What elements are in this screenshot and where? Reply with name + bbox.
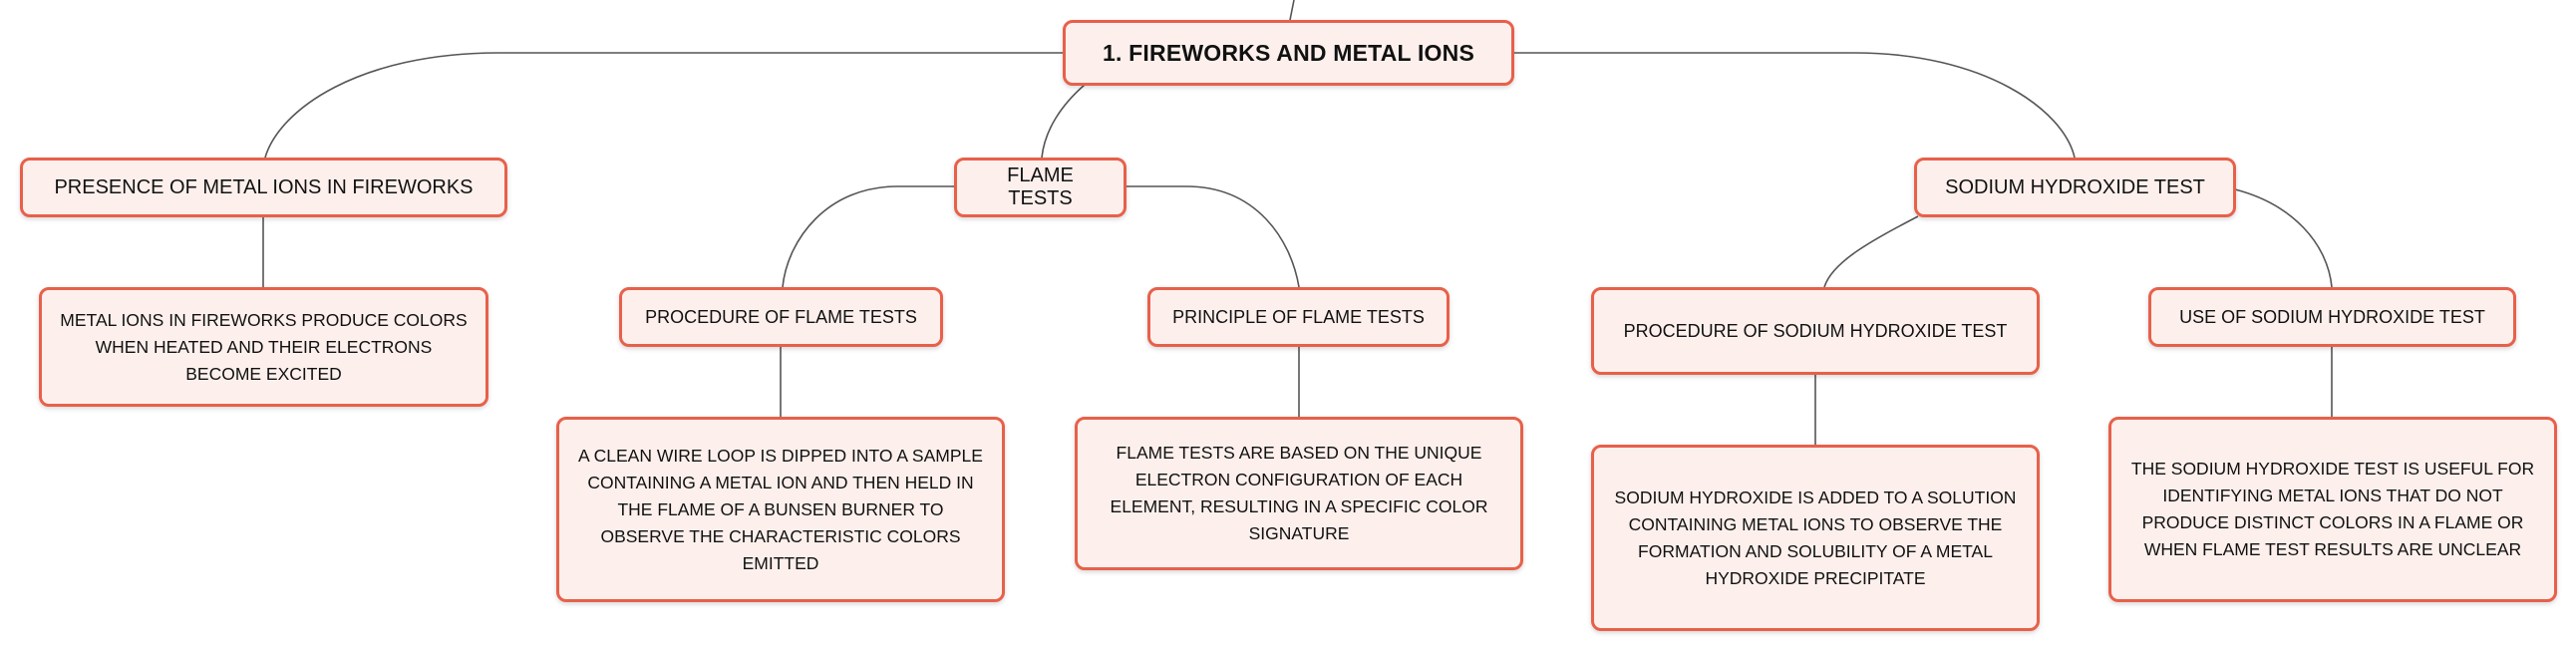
connector-flame-principle xyxy=(1127,185,1300,288)
flame-procedure-detail-node[interactable]: A CLEAN WIRE LOOP IS DIPPED INTO A SAMPL… xyxy=(556,417,1005,602)
connector-root-flame xyxy=(1041,84,1086,159)
flame-principle-topic-label: PRINCIPLE OF FLAME TESTS xyxy=(1172,306,1425,327)
presence-detail-node[interactable]: METAL IONS IN FIREWORKS PRODUCE COLORS W… xyxy=(39,287,488,407)
root-topic-label: 1. FIREWORKS AND METAL IONS xyxy=(1103,39,1474,66)
presence-detail-text: METAL IONS IN FIREWORKS PRODUCE COLORS W… xyxy=(60,309,468,384)
naoh-use-detail-text: THE SODIUM HYDROXIDE TEST IS USEFUL FOR … xyxy=(2130,459,2535,559)
sodium-hydroxide-topic-node[interactable]: SODIUM HYDROXIDE TEST xyxy=(1914,158,2236,217)
connector-naoh-procedure xyxy=(1823,215,1919,288)
connector-flame-procedure xyxy=(782,185,955,288)
presence-topic-label: PRESENCE OF METAL IONS IN FIREWORKS xyxy=(54,175,474,198)
flame-procedure-detail-text: A CLEAN WIRE LOOP IS DIPPED INTO A SAMPL… xyxy=(578,445,983,573)
flame-principle-detail-node[interactable]: FLAME TESTS ARE BASED ON THE UNIQUE ELEC… xyxy=(1075,417,1523,570)
flame-principle-topic-node[interactable]: PRINCIPLE OF FLAME TESTS xyxy=(1147,287,1449,347)
naoh-use-detail-node[interactable]: THE SODIUM HYDROXIDE TEST IS USEFUL FOR … xyxy=(2108,417,2557,602)
naoh-procedure-detail-text: SODIUM HYDROXIDE IS ADDED TO A SOLUTION … xyxy=(1614,487,2017,588)
connector-naoh-use xyxy=(2234,188,2333,288)
naoh-use-topic-node[interactable]: USE OF SODIUM HYDROXIDE TEST xyxy=(2148,287,2516,347)
naoh-procedure-topic-label: PROCEDURE OF SODIUM HYDROXIDE TEST xyxy=(1623,320,2008,341)
naoh-procedure-topic-node[interactable]: PROCEDURE OF SODIUM HYDROXIDE TEST xyxy=(1591,287,2040,375)
connector-root-parent xyxy=(1289,0,1295,21)
flame-procedure-topic-node[interactable]: PROCEDURE OF FLAME TESTS xyxy=(619,287,943,347)
connector-root-naoh xyxy=(1512,52,2076,159)
sodium-hydroxide-topic-label: SODIUM HYDROXIDE TEST xyxy=(1945,175,2205,198)
flame-procedure-topic-label: PROCEDURE OF FLAME TESTS xyxy=(645,306,917,327)
presence-topic-node[interactable]: PRESENCE OF METAL IONS IN FIREWORKS xyxy=(20,158,507,217)
flame-tests-topic-label: FLAME TESTS xyxy=(1007,164,1074,209)
flame-principle-detail-text: FLAME TESTS ARE BASED ON THE UNIQUE ELEC… xyxy=(1110,443,1488,543)
connector-root-presence xyxy=(264,52,1065,159)
flame-tests-topic-node[interactable]: FLAME TESTS xyxy=(954,158,1127,217)
root-topic-node[interactable]: 1. FIREWORKS AND METAL IONS xyxy=(1063,20,1514,86)
naoh-use-topic-label: USE OF SODIUM HYDROXIDE TEST xyxy=(2179,306,2485,327)
naoh-procedure-detail-node[interactable]: SODIUM HYDROXIDE IS ADDED TO A SOLUTION … xyxy=(1591,445,2040,631)
